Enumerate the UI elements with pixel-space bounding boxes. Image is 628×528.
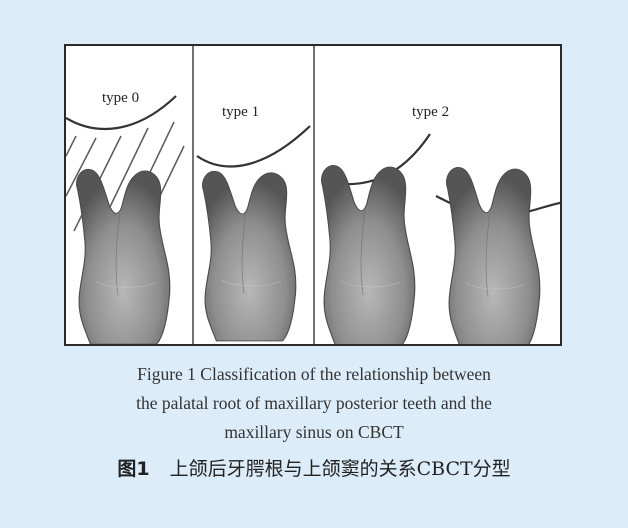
tooth-type-1 xyxy=(203,171,296,341)
caption-en-line-2: the palatal root of maxillary posterior … xyxy=(0,393,628,414)
cbct-figure-image: type 0 type 1 type 2 xyxy=(64,44,562,346)
caption-en-line-3: maxillary sinus on CBCT xyxy=(0,422,628,443)
tooth-type-0 xyxy=(77,169,170,344)
caption-en-line-1: Figure 1 Classification of the relations… xyxy=(0,364,628,385)
caption-cn-text: 上颌后牙腭根与上颌窦的关系CBCT分型 xyxy=(170,458,511,480)
label-type-0: type 0 xyxy=(102,90,139,107)
tooth-type-2a xyxy=(322,165,415,345)
caption-cn: 图1 上颌后牙腭根与上颌窦的关系CBCT分型 xyxy=(0,454,628,481)
label-type-2: type 2 xyxy=(412,104,449,121)
label-type-1: type 1 xyxy=(222,104,259,121)
tooth-type-2b xyxy=(447,167,540,346)
sinus-floor-type-1 xyxy=(197,126,310,166)
tooth-diagram xyxy=(66,46,562,346)
caption-cn-figure-number: 图1 xyxy=(117,458,149,480)
